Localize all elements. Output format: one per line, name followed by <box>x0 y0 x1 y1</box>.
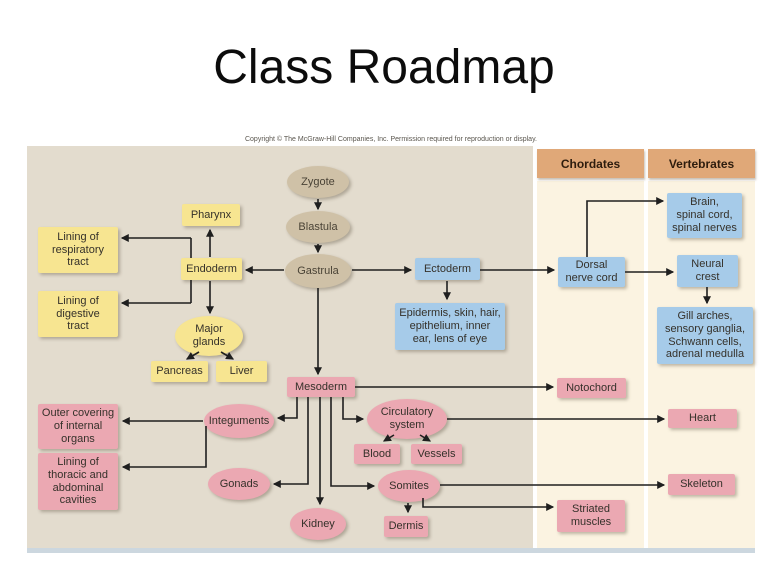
node-notochord: Notochord <box>557 378 626 398</box>
node-zygote: Zygote <box>287 166 349 198</box>
node-mesoderm: Mesoderm <box>287 377 355 397</box>
node-lining-respiratory-tract: Lining of respiratory tract <box>38 227 118 273</box>
node-dorsal-nerve-cord: Dorsal nerve cord <box>558 257 625 287</box>
node-pancreas: Pancreas <box>151 361 208 382</box>
diagram-bottom-edge <box>27 548 755 553</box>
node-outer-covering: Outer covering of internal organs <box>38 404 118 449</box>
copyright-notice: Copyright © The McGraw-Hill Companies, I… <box>244 136 537 143</box>
node-lining-thoracic: Lining of thoracic and abdominal cavitie… <box>38 453 118 510</box>
node-gill-arches-derivatives: Gill arches, sensory ganglia, Schwann ce… <box>657 307 753 364</box>
node-epidermis-derivatives: Epidermis, skin, hair, epithelium, inner… <box>395 303 505 350</box>
chordates-column-background <box>537 181 644 548</box>
node-major-glands: Major glands <box>175 316 243 356</box>
node-brain-spinal-cord: Brain, spinal cord, spinal nerves <box>667 193 742 238</box>
node-heart: Heart <box>668 409 737 428</box>
node-pharynx: Pharynx <box>182 204 240 226</box>
node-gonads: Gonads <box>208 468 270 500</box>
chordates-column-header: Chordates <box>537 149 644 178</box>
node-liver: Liver <box>216 361 267 382</box>
node-vessels: Vessels <box>411 444 462 464</box>
node-ectoderm: Ectoderm <box>415 258 480 280</box>
node-lining-digestive-tract: Lining of digestive tract <box>38 291 118 337</box>
slide-title: Class Roadmap <box>213 41 555 94</box>
node-blood: Blood <box>354 444 400 464</box>
node-neural-crest: Neural crest <box>677 255 738 287</box>
node-dermis: Dermis <box>384 516 428 537</box>
node-kidney: Kidney <box>290 508 346 540</box>
node-striated-muscles: Striated muscles <box>557 500 625 532</box>
vertebrates-column-header: Vertebrates <box>648 149 755 178</box>
node-endoderm: Endoderm <box>181 258 242 280</box>
roadmap-diagram: Chordates Vertebrates Zygote Blastula Ga… <box>27 146 755 548</box>
node-gastrula: Gastrula <box>285 254 351 288</box>
node-somites: Somites <box>378 470 440 502</box>
node-circulatory-system: Circulatory system <box>367 399 447 439</box>
node-integuments: Integuments <box>204 404 274 438</box>
node-skeleton: Skeleton <box>668 474 735 495</box>
node-blastula: Blastula <box>286 211 350 243</box>
